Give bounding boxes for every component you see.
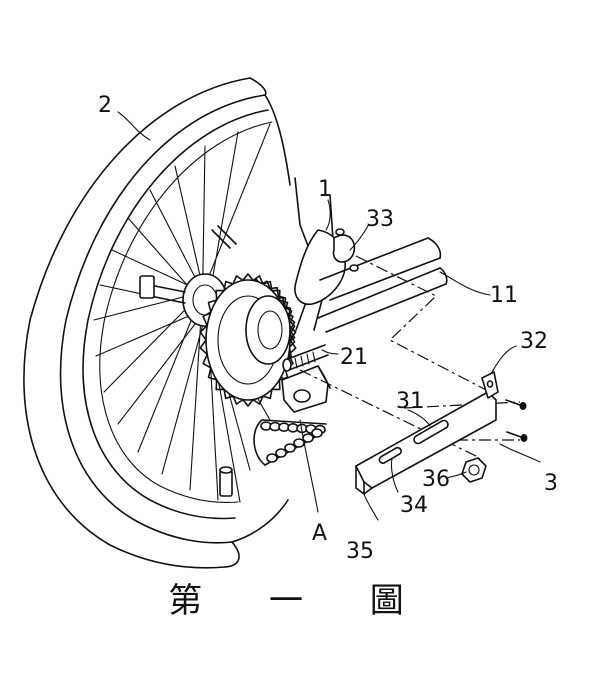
label-plate: 31 [396,389,424,414]
label-wheel: 2 [98,93,112,118]
label-flange: 35 [346,539,374,564]
screws [505,399,528,442]
label-tab: 32 [520,329,548,354]
chain-link [266,453,278,463]
label-detail: A [312,521,327,546]
nut [461,457,487,483]
spoke [202,123,271,293]
spoke [202,145,206,293]
leader-lines [117,111,541,521]
chain [253,419,327,466]
figure-caption: 第 一 圖 [168,581,432,621]
valve-stem [219,466,233,497]
label-clamp: 33 [366,207,394,232]
label-frame: 1 [318,177,332,202]
reference-labels: 2 1 33 11 32 21 31 3 36 34 35 A [98,93,558,564]
chain-link [293,438,305,448]
label-axle: 21 [340,345,368,370]
label-chainstay: 11 [490,283,518,308]
axle [282,344,329,372]
chain-link [302,433,314,443]
frame [294,177,346,331]
chain-link [284,443,296,453]
rim [82,109,273,520]
spoke [117,307,208,425]
sprocket-cluster [199,273,297,407]
chain-link [311,428,323,438]
clamp [332,228,359,272]
chain-link [275,448,287,458]
label-slot: 34 [400,493,428,518]
label-nut: 36 [422,467,450,492]
label-guard: 3 [544,471,558,496]
spoke [149,189,204,293]
tire [23,77,291,569]
chainstay [317,237,448,333]
